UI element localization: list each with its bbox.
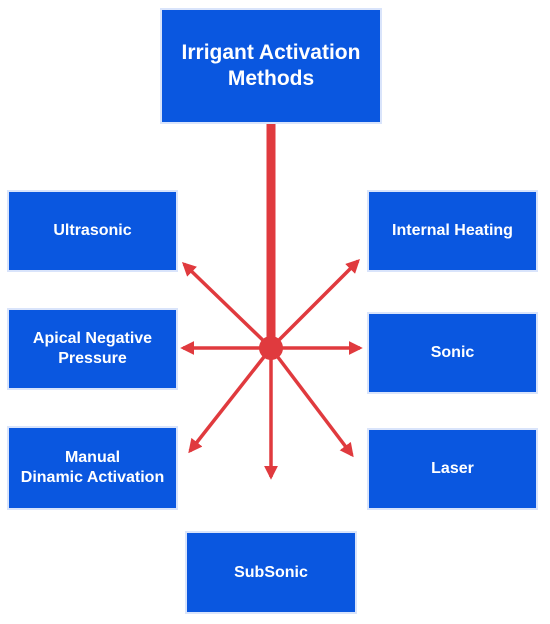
subsonic-label: SubSonic (234, 563, 308, 581)
internal-heating-box: Internal Heating (369, 192, 536, 270)
title-box: Irrigant Activation Methods (162, 10, 380, 122)
diagram-title: Irrigant Activation Methods (181, 40, 361, 90)
apical-negative-pressure-box: Apical Negative Pressure (9, 310, 176, 388)
internal-heating-label: Internal Heating (392, 222, 513, 239)
arrow-to-ultrasonic (181, 262, 273, 350)
subsonic-box: SubSonic (187, 533, 355, 612)
ultrasonic-label: Ultrasonic (53, 222, 132, 239)
arrow-to-laser (269, 346, 354, 458)
hub-dot (259, 336, 283, 360)
laser-label: Laser (431, 460, 474, 477)
sonic-box: Sonic (369, 314, 536, 392)
apical-negative-pressure-label: Apical Negative Pressure (32, 330, 153, 367)
arrow-to-manual-dynamic-activation (188, 346, 273, 454)
arrow-to-internal-heating (269, 259, 360, 350)
laser-box: Laser (369, 430, 536, 508)
ultrasonic-box: Ultrasonic (9, 192, 176, 270)
manual-dynamic-activation-box: Manual Dinamic Activation (9, 428, 176, 508)
manual-dynamic-activation-label: Manual Dinamic Activation (20, 449, 165, 486)
sonic-label: Sonic (430, 344, 475, 361)
